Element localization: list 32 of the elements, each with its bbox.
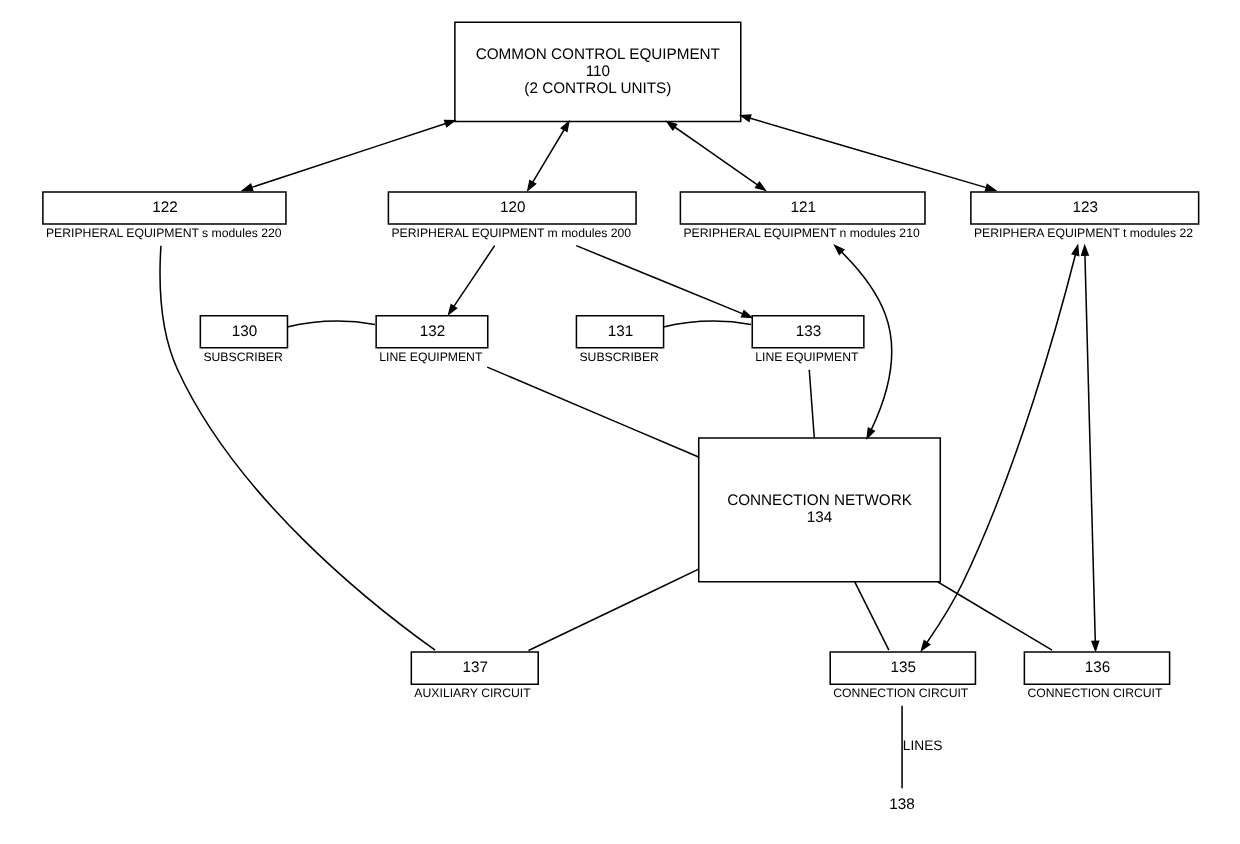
arrow (1080, 243, 1100, 653)
connector (808, 369, 816, 439)
node-box: 130 (199, 315, 289, 349)
connector (936, 581, 1053, 651)
node-box: COMMON CONTROL EQUIPMENT 110 (2 CONTROL UNITS) (454, 21, 742, 123)
node-box: 131 (575, 315, 665, 349)
arrow (240, 119, 457, 192)
arrow (526, 119, 571, 193)
node-box: 122 (42, 191, 287, 225)
connector (527, 568, 700, 652)
connector (486, 366, 700, 458)
node-box: 120 (387, 191, 637, 225)
arrow (665, 120, 767, 192)
connector (286, 320, 376, 328)
connector (854, 581, 890, 651)
node-box: 136 (1023, 651, 1171, 685)
arrow (447, 244, 496, 316)
arrow (920, 243, 1080, 653)
arrow (575, 244, 754, 319)
node-box: 137 (410, 651, 539, 685)
arrow (738, 114, 998, 192)
arrow (833, 244, 893, 440)
node-box: 133 (751, 315, 865, 349)
node-box: 132 (375, 315, 489, 349)
connector (159, 244, 436, 651)
node-box: 123 (970, 191, 1200, 225)
node-box: 121 (679, 191, 926, 225)
node-box: 135 (829, 651, 977, 685)
connector (662, 320, 752, 328)
connector (901, 705, 903, 789)
node-text: 138 (889, 794, 915, 813)
node-box: CONNECTION NETWORK 134 (697, 437, 942, 583)
